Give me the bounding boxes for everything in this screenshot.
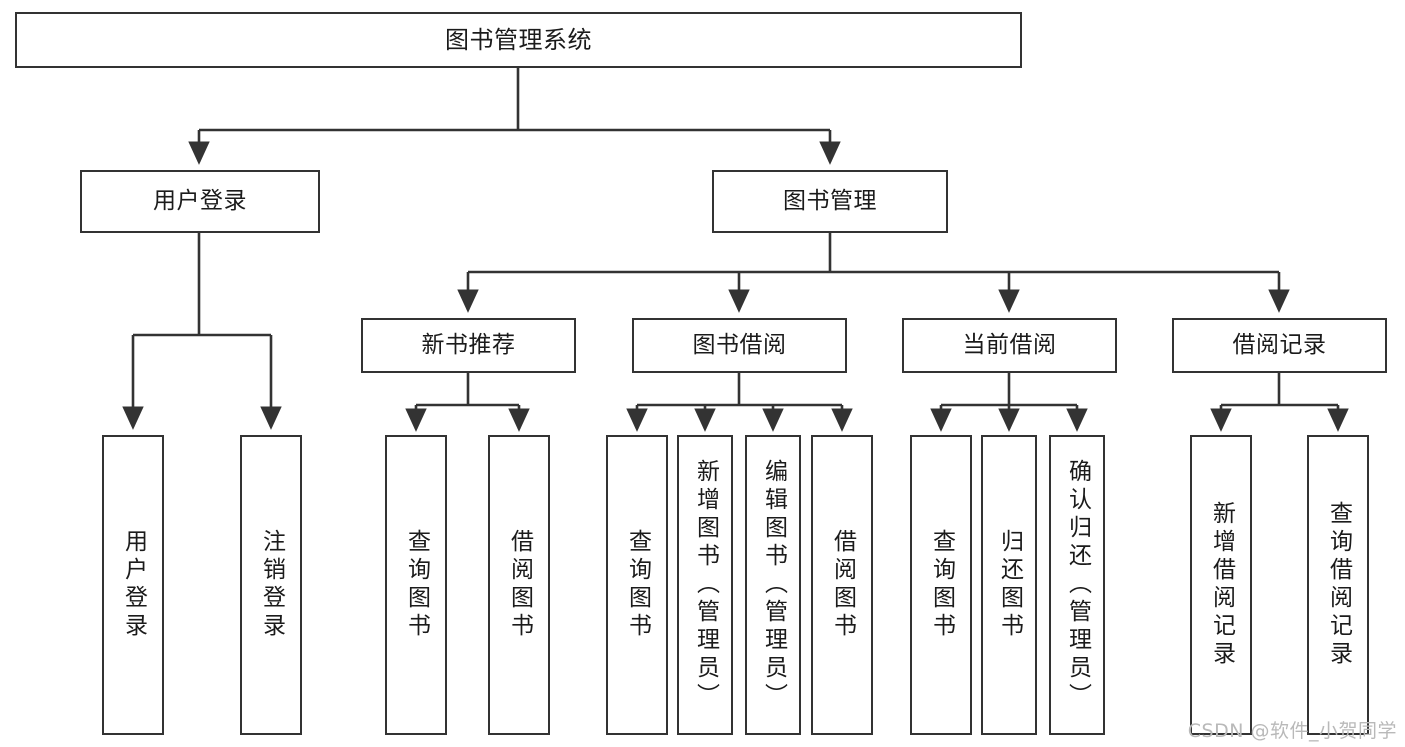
node-leaf-borrow-book-rec[interactable]: 借阅图书	[488, 435, 550, 735]
node-leaf-add-record[interactable]: 新增借阅记录	[1190, 435, 1252, 735]
node-borrow-record[interactable]: 借阅记录	[1172, 318, 1387, 373]
node-borrow-record-label: 借阅记录	[1232, 331, 1327, 358]
node-leaf-user-login[interactable]: 用户登录	[102, 435, 164, 735]
node-leaf-query-record-label: 查询借阅记录	[1325, 501, 1352, 669]
node-book-borrow-label: 图书借阅	[692, 331, 787, 358]
node-leaf-edit-book[interactable]: 编辑图书（管理员）	[745, 435, 801, 735]
node-new-book-rec-label: 新书推荐	[421, 331, 516, 358]
node-leaf-query-record[interactable]: 查询借阅记录	[1307, 435, 1369, 735]
node-current-borrow[interactable]: 当前借阅	[902, 318, 1117, 373]
node-leaf-add-book[interactable]: 新增图书（管理员）	[677, 435, 733, 735]
node-leaf-query-book-borrow[interactable]: 查询图书	[606, 435, 668, 735]
node-leaf-add-record-label: 新增借阅记录	[1208, 501, 1235, 669]
node-leaf-user-login-label: 用户登录	[120, 529, 147, 641]
node-book-manage[interactable]: 图书管理	[712, 170, 948, 233]
node-book-borrow[interactable]: 图书借阅	[632, 318, 847, 373]
node-current-borrow-label: 当前借阅	[962, 331, 1057, 358]
node-leaf-return-book-label: 归还图书	[996, 529, 1023, 641]
watermark-text: CSDN @软件_小贺同学	[1187, 720, 1397, 742]
node-leaf-logout-login[interactable]: 注销登录	[240, 435, 302, 735]
node-leaf-borrow-book-rec-label: 借阅图书	[506, 529, 533, 641]
node-leaf-confirm-return-label: 确认归还（管理员）	[1064, 459, 1091, 711]
node-leaf-query-book-rec[interactable]: 查询图书	[385, 435, 447, 735]
node-leaf-borrow-book-label: 借阅图书	[829, 529, 856, 641]
node-book-manage-label: 图书管理	[783, 187, 877, 214]
node-leaf-query-book-current-label: 查询图书	[928, 529, 955, 641]
node-root[interactable]: 图书管理系统	[15, 12, 1022, 68]
node-leaf-logout-login-label: 注销登录	[258, 529, 285, 641]
node-leaf-query-book-borrow-label: 查询图书	[624, 529, 651, 641]
node-leaf-query-book-rec-label: 查询图书	[403, 529, 430, 641]
node-user-login-label: 用户登录	[153, 187, 247, 214]
node-leaf-borrow-book[interactable]: 借阅图书	[811, 435, 873, 735]
node-root-label: 图书管理系统	[445, 25, 592, 54]
node-leaf-edit-book-label: 编辑图书（管理员）	[760, 459, 787, 711]
node-leaf-return-book[interactable]: 归还图书	[981, 435, 1037, 735]
node-new-book-rec[interactable]: 新书推荐	[361, 318, 576, 373]
node-leaf-query-book-current[interactable]: 查询图书	[910, 435, 972, 735]
node-leaf-add-book-label: 新增图书（管理员）	[692, 459, 719, 711]
node-leaf-confirm-return[interactable]: 确认归还（管理员）	[1049, 435, 1105, 735]
node-user-login[interactable]: 用户登录	[80, 170, 320, 233]
